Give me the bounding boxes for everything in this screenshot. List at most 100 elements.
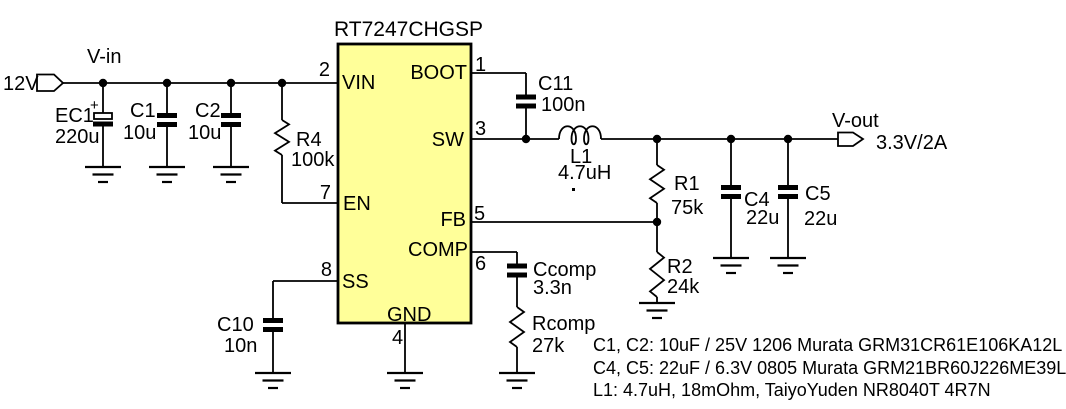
capacitor-icon — [157, 116, 177, 125]
ic-pin-num-6: 6 — [475, 253, 486, 275]
ec1-polarity: + — [90, 97, 99, 114]
ic-pin-name-sw: SW — [432, 129, 464, 151]
ic-pin-num-2: 2 — [319, 59, 330, 81]
net-label-vout: V-out — [832, 110, 879, 132]
ec1-ref: EC1 — [55, 105, 94, 127]
resistor-icon — [648, 164, 666, 204]
c10-value: 10n — [224, 335, 257, 357]
ground-icon — [385, 371, 425, 390]
r2-ref: R2 — [667, 256, 693, 278]
c2-ref: C2 — [195, 100, 221, 122]
input-connector-icon — [36, 73, 65, 92]
ic-pin-name-boot: BOOT — [410, 62, 467, 84]
input-source-label: 12V — [3, 73, 39, 95]
ground-icon — [253, 371, 293, 390]
ec1-value: 220u — [55, 126, 100, 148]
c4-ref: C4 — [744, 189, 770, 211]
inductor-icon — [558, 125, 602, 146]
ic-pin-name-fb: FB — [440, 209, 466, 231]
ground-icon — [83, 165, 123, 184]
ic-pin-name-gnd: GND — [387, 304, 431, 326]
ground-icon — [497, 371, 537, 390]
ic-pin-name-en: EN — [343, 193, 371, 215]
l1-ref: L1 — [570, 146, 592, 168]
ic-part-number: RT7247CHGSP — [334, 18, 483, 41]
component-c4: C4 22u — [711, 139, 779, 275]
note-line: C1, C2: 10uF / 25V 1206 Murata GRM31CR61… — [593, 335, 1062, 355]
c1-ref: C1 — [130, 100, 156, 122]
ground-icon — [147, 165, 187, 184]
electrolytic-cap-positive-plate-icon — [93, 112, 113, 120]
component-r2: R2 24k — [637, 222, 700, 320]
resistor-icon — [273, 119, 291, 156]
r1-ref: R1 — [674, 173, 700, 195]
ic-pin-num-7: 7 — [320, 182, 331, 204]
ic-body — [336, 42, 473, 325]
ic-pin-name-ss: SS — [342, 271, 369, 293]
stray-dot — [572, 188, 575, 191]
component-c5: C5 22u — [768, 139, 837, 275]
resistor-icon — [648, 251, 666, 298]
capacitor-icon — [507, 266, 527, 275]
ic-pin-name-comp: COMP — [408, 239, 468, 261]
ic-pin-num-4: 4 — [392, 327, 403, 349]
net-label-vin: V-in — [87, 46, 121, 68]
ic-pin-num-3: 3 — [475, 118, 486, 140]
ic-pin-num-5: 5 — [474, 203, 485, 225]
r1-value: 75k — [671, 197, 704, 219]
component-c2: C2 10u — [188, 83, 251, 184]
output-connector-icon — [837, 131, 865, 147]
wire-boot — [471, 72, 527, 139]
rcomp-value: 27k — [532, 335, 565, 357]
component-rcomp: Rcomp 27k — [497, 306, 595, 390]
ic-pin-num-1: 1 — [475, 54, 486, 76]
capacitor-icon — [263, 321, 283, 330]
component-c10: C10 10n — [217, 280, 338, 390]
l1-value: 4.7uH — [558, 162, 611, 184]
component-ccomp: Ccomp 3.3n — [471, 251, 596, 307]
c5-ref: C5 — [805, 183, 831, 205]
note-line: L1: 4.7uH, 18mOhm, TaiyoYuden NR8040T 4R… — [593, 380, 991, 400]
component-c1: C1 10u — [123, 83, 187, 184]
ic-rt7247: RT7247CHGSP VIN EN SS BOOT SW FB COMP GN… — [319, 18, 486, 390]
rcomp-ref: Rcomp — [532, 313, 595, 335]
c11-value: 100n — [541, 94, 586, 116]
ground-icon — [711, 256, 751, 275]
c4-value: 22u — [746, 207, 779, 229]
c5-value: 22u — [804, 208, 837, 230]
ic-pin-num-8: 8 — [321, 259, 332, 281]
component-r4: R4 100k — [273, 83, 338, 204]
capacitor-icon — [778, 188, 798, 197]
r4-ref: R4 — [296, 129, 322, 151]
wire-comp — [471, 251, 518, 307]
component-c11: C11 100n — [471, 72, 586, 139]
c10-ref: C10 — [217, 314, 254, 336]
wire-r4-en — [281, 83, 338, 204]
ccomp-value: 3.3n — [533, 277, 572, 299]
note-line: C4, C5: 22uF / 6.3V 0805 Murata GRM21BR6… — [593, 358, 1066, 378]
net-vin: 12V V-in — [3, 46, 338, 95]
capacitor-icon — [721, 188, 741, 197]
capacitor-icon — [516, 97, 536, 106]
ground-icon — [768, 256, 808, 275]
resistor-icon — [508, 306, 526, 348]
junction-dot — [521, 134, 531, 144]
ground-icon — [637, 301, 677, 320]
capacitor-icon — [221, 116, 241, 125]
ic-pin-name-vin: VIN — [342, 72, 375, 94]
c2-value: 10u — [188, 122, 221, 144]
net-fb — [471, 217, 662, 227]
output-rating-label: 3.3V/2A — [876, 132, 948, 154]
bom-notes: C1, C2: 10uF / 25V 1206 Murata GRM31CR61… — [593, 335, 1066, 400]
electrolytic-cap-negative-plate-icon — [93, 121, 113, 127]
wire-ss — [272, 280, 338, 373]
ccomp-ref: Ccomp — [533, 259, 596, 281]
r2-value: 24k — [667, 276, 700, 298]
component-ec1: EC1 + 220u — [55, 83, 123, 184]
c11-ref: C11 — [538, 73, 573, 95]
ground-icon — [211, 165, 251, 184]
net-sw-vout: L1 4.7uH V-out 3.3V/2A — [471, 110, 948, 191]
c1-value: 10u — [123, 122, 156, 144]
